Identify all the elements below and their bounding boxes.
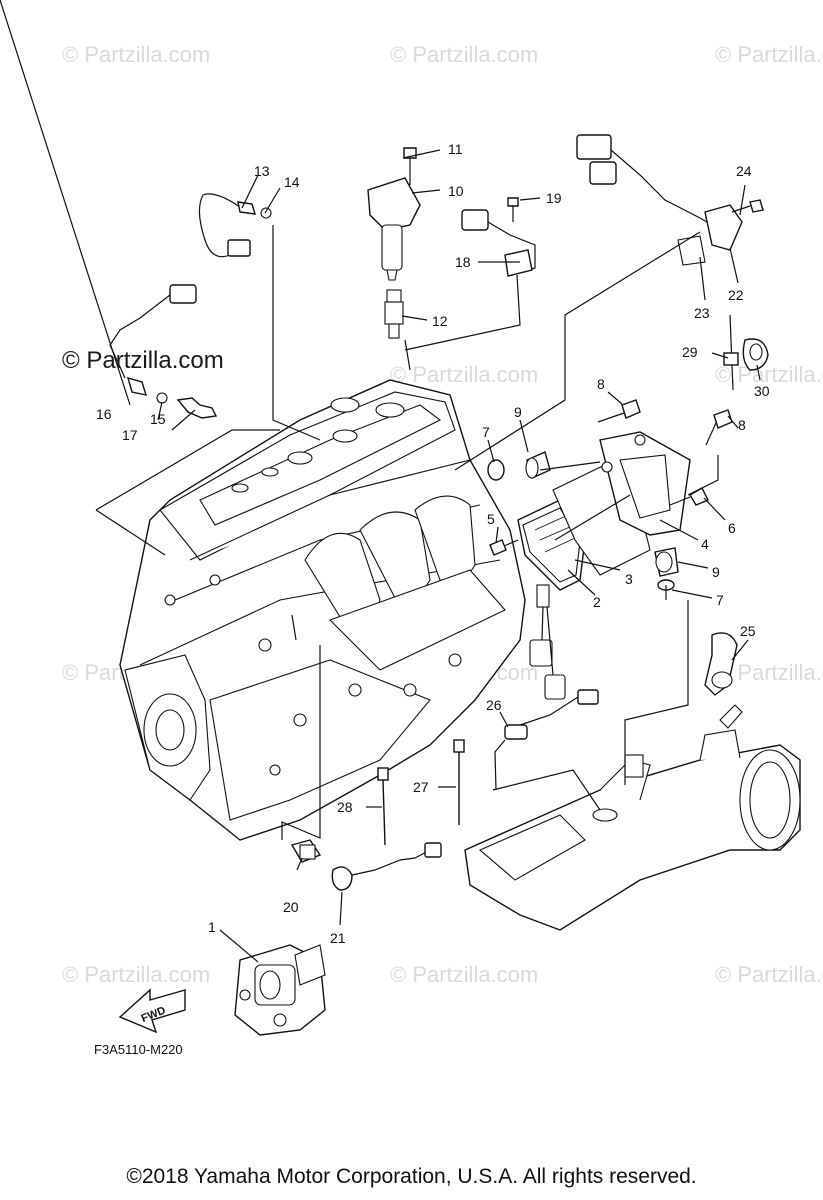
callout-30[interactable]: 30 (754, 383, 770, 399)
clip-29 (723, 314, 769, 391)
ignition-coil (367, 147, 421, 339)
callout-9a[interactable]: 9 (514, 404, 522, 420)
grommets (487, 451, 679, 600)
callout-21[interactable]: 21 (330, 930, 346, 946)
callout-1[interactable]: 1 (208, 919, 216, 935)
watermark: © Partzilla.com (390, 362, 539, 387)
callout-3[interactable]: 3 (625, 571, 633, 587)
watermark: © Partzilla.com (62, 42, 211, 67)
cable-ties (377, 739, 465, 846)
callout-27[interactable]: 27 (413, 779, 429, 795)
forward-arrow-icon (118, 988, 186, 1034)
watermark: © Partzilla.com (715, 962, 823, 987)
callout-20[interactable]: 20 (283, 899, 299, 915)
callout-14[interactable]: 14 (284, 174, 300, 190)
intake-manifold (464, 704, 801, 931)
watermark: © Partzilla.com (390, 962, 539, 987)
watermark-strong: © Partzilla.com (62, 347, 224, 374)
callout-2[interactable]: 2 (593, 594, 601, 610)
callout-4[interactable]: 4 (701, 536, 709, 552)
callout-8b[interactable]: 8 (738, 417, 746, 433)
engine-block (119, 379, 526, 841)
watermark: © Partzilla.com (715, 42, 823, 67)
sensor-20 (290, 839, 322, 863)
ecu-bracket (552, 431, 691, 576)
callout-23[interactable]: 23 (694, 305, 710, 321)
callout-5[interactable]: 5 (487, 511, 495, 527)
callout-10[interactable]: 10 (448, 183, 464, 199)
callout-6[interactable]: 6 (728, 520, 736, 536)
callout-8a[interactable]: 8 (597, 376, 605, 392)
callout-25[interactable]: 25 (740, 623, 756, 639)
callout-26[interactable]: 26 (486, 697, 502, 713)
diagram-code: F3A5110-M220 (94, 1042, 183, 1057)
callout-15[interactable]: 15 (150, 411, 166, 427)
harness-22 (576, 134, 764, 266)
callout-18[interactable]: 18 (455, 254, 471, 270)
knock-sensor-21 (331, 842, 442, 891)
sensor-15-16 (109, 284, 218, 419)
callout-labels: 1 2 3 4 5 6 7 7 8 8 9 9 10 11 12 13 14 1… (96, 141, 770, 946)
callout-12[interactable]: 12 (432, 313, 448, 329)
callout-24[interactable]: 24 (736, 163, 752, 179)
callout-13[interactable]: 13 (254, 163, 270, 179)
callout-7a[interactable]: 7 (482, 424, 490, 440)
callout-29[interactable]: 29 (682, 344, 698, 360)
throttle-body (234, 944, 326, 1036)
callout-9b[interactable]: 9 (712, 564, 720, 580)
watermark: © Partzilla.com (62, 962, 211, 987)
callout-16[interactable]: 16 (96, 406, 112, 422)
callout-22[interactable]: 22 (728, 287, 744, 303)
reference-lines (0, 0, 761, 926)
cam-sensor (461, 197, 536, 277)
callout-28[interactable]: 28 (337, 799, 353, 815)
clamp-25 (704, 632, 738, 696)
copyright-notice: ©2018 Yamaha Motor Corporation, U.S.A. A… (126, 1165, 697, 1188)
callout-11[interactable]: 11 (448, 141, 463, 157)
callout-17[interactable]: 17 (122, 427, 138, 443)
callout-7b[interactable]: 7 (716, 592, 724, 608)
temp-sensor-13 (198, 193, 272, 258)
callout-19[interactable]: 19 (546, 190, 562, 206)
watermark: © Partzilla.com (390, 42, 539, 67)
sensor-26 (494, 689, 599, 791)
